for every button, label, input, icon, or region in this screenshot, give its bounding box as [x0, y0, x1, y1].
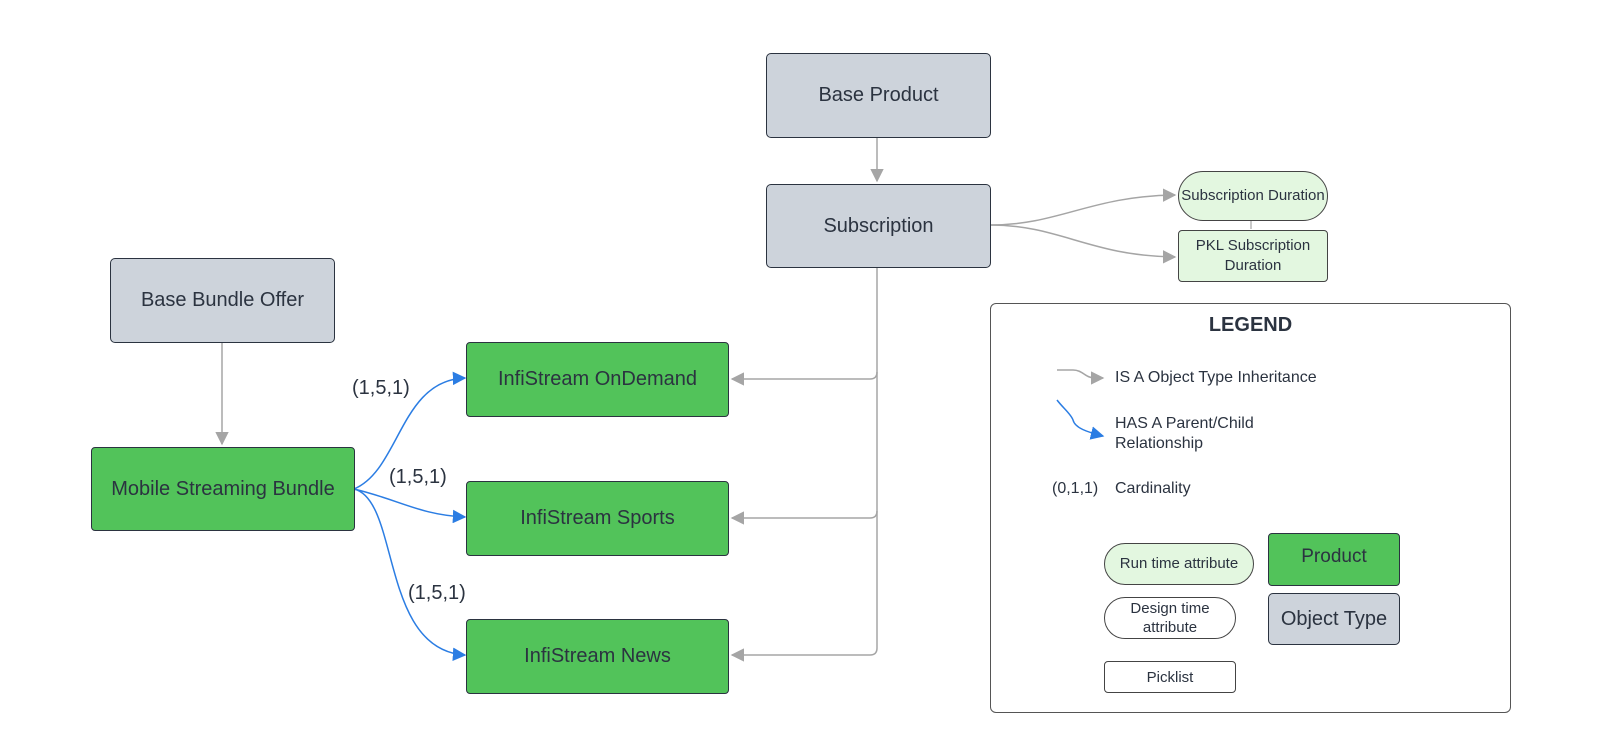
node-infistream-sports[interactable]: InfiStream Sports	[466, 481, 729, 556]
legend-relationship-line-icon	[1056, 399, 1105, 440]
legend-cardinality-label: Cardinality	[1115, 480, 1191, 497]
legend-inheritance-line-icon	[1057, 369, 1105, 385]
inherit-subscription-to-sports	[730, 510, 878, 525]
cardinality-ondemand: (1,5,1)	[352, 377, 410, 399]
legend-title: LEGEND	[1208, 314, 1293, 336]
node-mobile-streaming-bundle[interactable]: Mobile Streaming Bundle	[91, 447, 355, 531]
legend-symbols	[1056, 369, 1105, 440]
inherit-subscription-to-ondemand	[730, 371, 878, 386]
legend-picklist: Picklist	[1104, 661, 1236, 693]
subscription-to-pkl-duration	[989, 224, 1177, 264]
has-a-mobile-bundle-to-sports	[353, 488, 467, 524]
legend-design-time-attribute: Design time attribute	[1104, 597, 1236, 639]
cardinality-sports: (1,5,1)	[389, 466, 447, 488]
node-subscription[interactable]: Subscription	[766, 184, 991, 268]
cardinality-news: (1,5,1)	[408, 582, 466, 604]
subscription-to-duration	[989, 188, 1177, 226]
legend-cardinality-sample: (0,1,1)	[1052, 480, 1099, 497]
legend-run-time-attribute: Run time attribute	[1104, 543, 1254, 585]
node-base-bundle-offer[interactable]: Base Bundle Offer	[110, 258, 335, 343]
node-pkl-subscription-duration[interactable]: PKL Subscription Duration	[1178, 230, 1328, 282]
node-base-product[interactable]: Base Product	[766, 53, 991, 138]
has-a-mobile-bundle-to-news	[353, 488, 467, 662]
legend-is-a-label: IS A Object Type Inheritance	[1115, 369, 1317, 386]
node-infistream-ondemand[interactable]: InfiStream OnDemand	[466, 342, 729, 417]
legend-has-a-label: HAS A Parent/Child Relationship	[1115, 415, 1254, 452]
node-infistream-news[interactable]: InfiStream News	[466, 619, 729, 694]
legend-panel: LEGEND IS A Object Type Inheritance HAS …	[990, 303, 1511, 713]
inherit-subscription-trunk	[730, 268, 878, 662]
legend-object-type: Object Type	[1268, 593, 1400, 645]
has-a-mobile-bundle-to-ondemand	[353, 371, 467, 490]
legend-product: Product	[1268, 533, 1400, 586]
node-subscription-duration[interactable]: Subscription Duration	[1178, 171, 1328, 221]
